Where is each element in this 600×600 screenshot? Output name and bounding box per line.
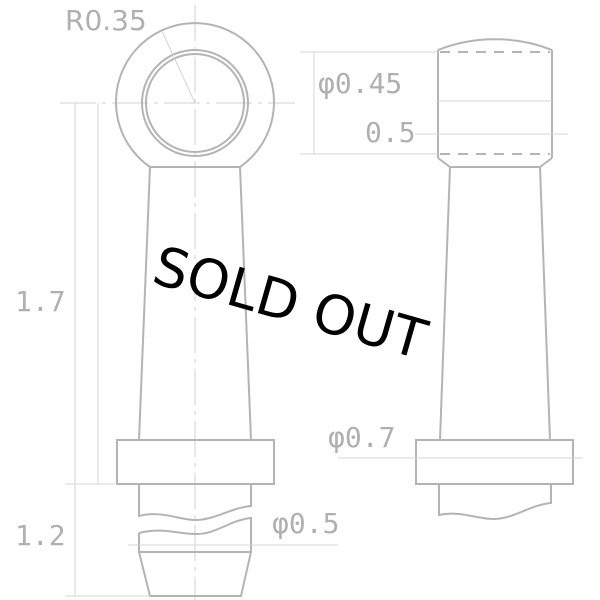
pin-tip bbox=[138, 551, 252, 597]
side-view bbox=[300, 38, 583, 521]
head-bottom-chamfer bbox=[437, 157, 553, 168]
side-shaft-right bbox=[539, 166, 551, 441]
front-view bbox=[60, 5, 338, 600]
inner-ring-outer bbox=[141, 49, 249, 157]
sold-out-stamp: SOLD OUT bbox=[146, 234, 434, 372]
radius-label: R0.35 bbox=[65, 4, 147, 37]
pin-upper-break bbox=[138, 484, 252, 522]
ring-width-label: 0.5 bbox=[365, 116, 416, 149]
inner-ring-inner bbox=[145, 53, 245, 153]
head-dome bbox=[437, 38, 553, 51]
side-collar bbox=[415, 439, 574, 485]
side-shaft-left bbox=[439, 166, 451, 441]
side-pin-break bbox=[438, 484, 552, 521]
ring-diameter-label: φ0.45 bbox=[318, 67, 402, 100]
pin-diameter-label: φ0.5 bbox=[272, 507, 339, 540]
collar bbox=[116, 439, 275, 485]
shaft-length-label: 1.7 bbox=[15, 285, 66, 318]
shaft-left-edge bbox=[138, 166, 151, 441]
collar-diameter-label: φ0.7 bbox=[328, 421, 395, 454]
pin-length-label: 1.2 bbox=[15, 519, 66, 552]
radius-leader bbox=[161, 30, 196, 104]
outer-ring bbox=[115, 22, 275, 168]
pin-lower-break bbox=[138, 516, 252, 553]
shaft-right-edge bbox=[239, 166, 252, 441]
